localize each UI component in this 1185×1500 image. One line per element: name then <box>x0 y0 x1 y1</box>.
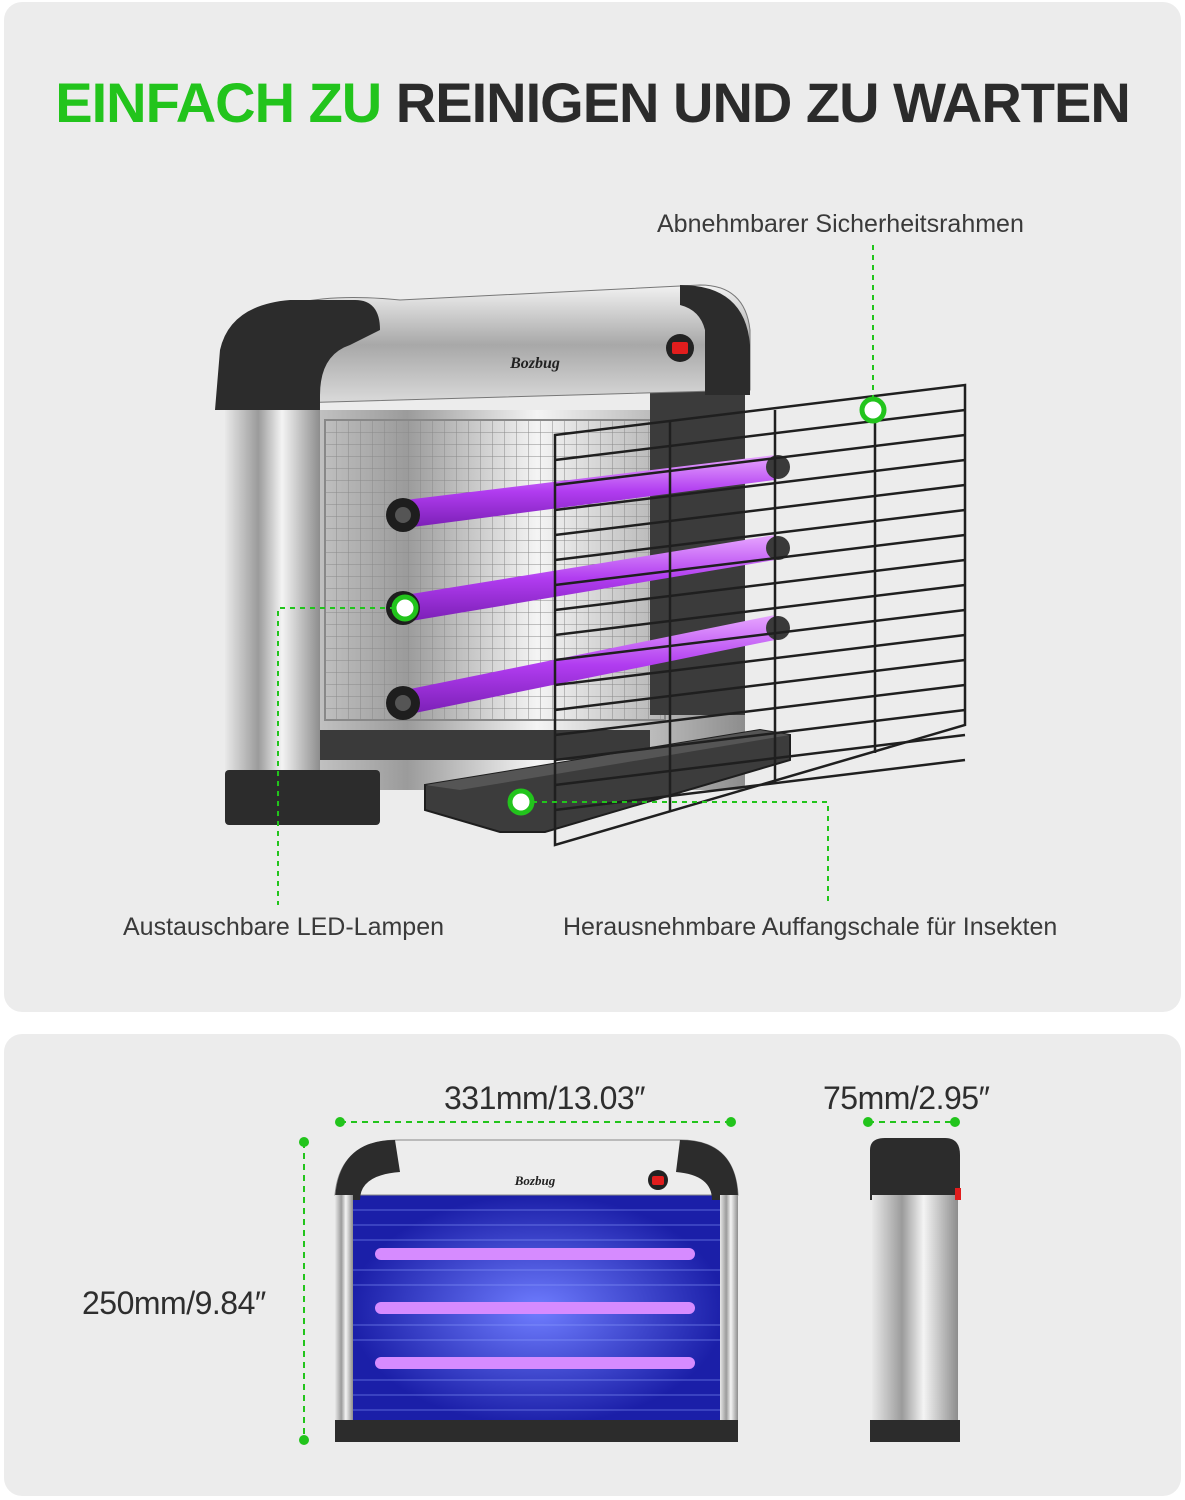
headline-green: EINFACH ZU <box>55 71 382 134</box>
callout-tray-label: Herausnehmbare Auffangschale für Insekte… <box>563 913 1058 941</box>
headline: EINFACH ZU REINIGEN UND ZU WARTEN <box>0 70 1185 135</box>
uv-tube-3 <box>386 615 790 720</box>
safety-frame <box>553 383 967 847</box>
depth-dimension-label: 75mm/2.95″ <box>823 1080 990 1116</box>
front-view-device: Bozbug <box>334 1139 739 1442</box>
width-dimension-label: 331mm/13.03″ <box>444 1080 646 1116</box>
side-view-device <box>870 1138 961 1442</box>
callout-tray-line <box>507 788 829 905</box>
height-dimension-line <box>299 1137 309 1445</box>
callout-frame-label: Abnehmbarer Sicherheitsrahmen <box>657 210 1024 238</box>
callout-frame-line <box>859 245 887 424</box>
depth-dimension-line <box>863 1117 960 1127</box>
callout-lamps-label: Austauschbare LED-Lampen <box>123 913 445 941</box>
uv-tube-1 <box>386 455 790 532</box>
brand-logo-front: Bozbug <box>514 1173 556 1188</box>
callout-lamp-line <box>277 594 419 905</box>
width-dimension-line <box>335 1117 736 1127</box>
brand-logo: Bozbug <box>509 355 560 372</box>
headline-dark: REINIGEN UND ZU WARTEN <box>395 71 1131 134</box>
height-dimension-label: 250mm/9.84″ <box>82 1285 266 1321</box>
